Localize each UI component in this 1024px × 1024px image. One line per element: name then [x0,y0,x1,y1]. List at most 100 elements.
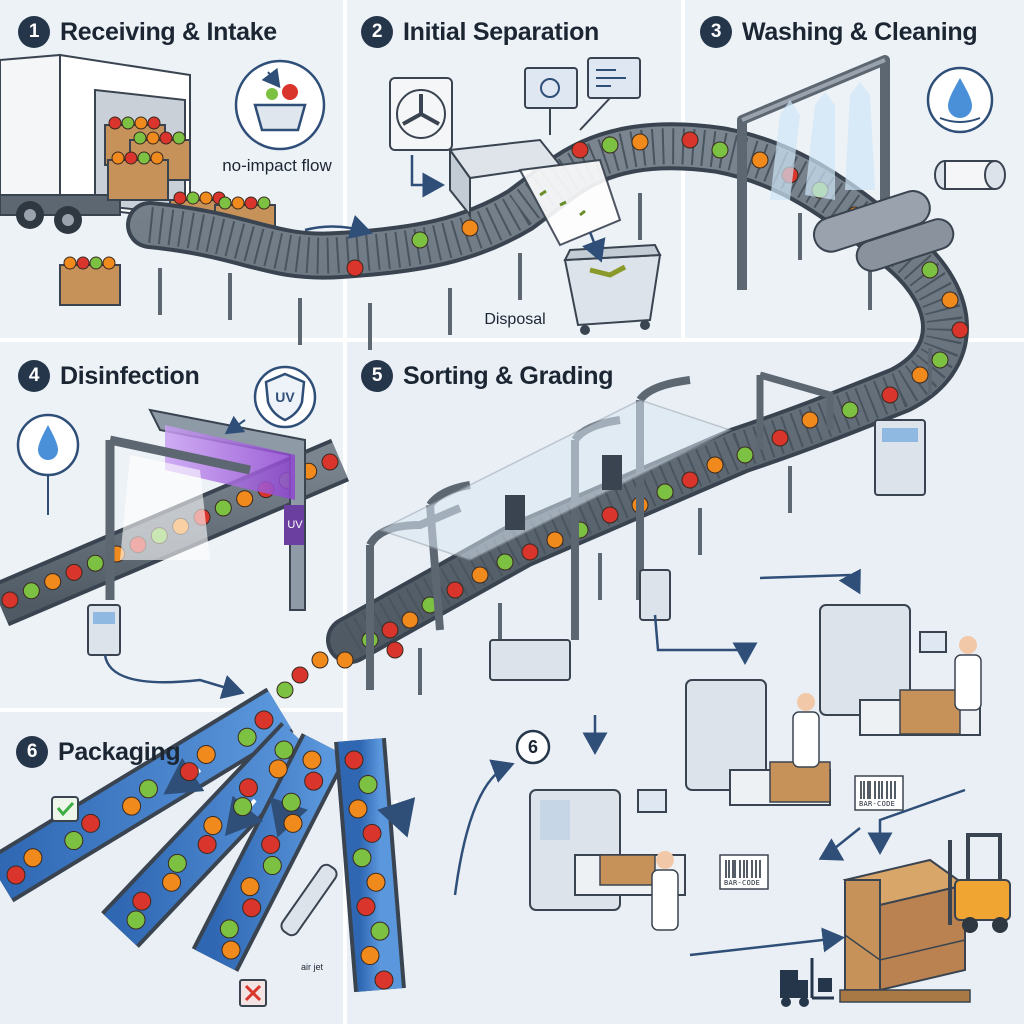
fruit [179,762,199,782]
fruit [242,898,262,918]
fruit [159,131,173,145]
step-4-label: Disinfection [60,361,200,390]
fruit [162,872,182,892]
fruit [132,891,152,911]
fruit [360,946,380,966]
reject-x-icon [239,979,267,1007]
uv-shield-label: UV [275,389,295,405]
pallet-boxes [839,858,971,1003]
step-1-title: 1 Receiving & Intake [18,16,277,48]
step-1-label: Receiving & Intake [60,17,277,46]
step-4-title: 4 Disinfection [18,360,200,392]
fruit [771,429,789,447]
fruit [352,848,372,868]
fruit [348,799,368,819]
fruit [571,141,589,159]
fruit [23,848,43,868]
sorting-tunnel [366,371,926,690]
no-impact-flow-label: no-impact flow [222,156,332,175]
fruit [546,531,564,549]
workers [651,636,982,931]
fruit [167,853,187,873]
fruit [133,131,147,145]
flow-arrows [304,214,966,957]
fruit [22,582,40,600]
disposal-label: Disposal [484,311,546,328]
fruit [76,256,90,270]
forklift [948,833,1011,933]
fruit [411,231,429,249]
fruit [362,823,382,843]
fruit [236,490,254,508]
checkmark-icon [51,796,79,822]
step-5-title: 5 Sorting & Grading [361,360,613,392]
fruit [64,831,84,851]
fruit [257,196,271,210]
step-3-title: 3 Washing & Cleaning [700,16,978,48]
fruit [89,256,103,270]
fruit [291,666,309,684]
step-6-badge: 6 [16,736,48,768]
fruit [233,797,253,817]
air-jet-nozzle [280,863,338,937]
fruit [656,483,674,501]
fruit [283,813,303,833]
fruit [274,740,294,760]
fruit [244,196,258,210]
fruit [941,291,959,309]
fruit [321,453,339,471]
fruit [231,196,245,210]
fruit [219,919,239,939]
fruit [199,191,213,205]
step-4-badge: 4 [18,360,50,392]
barcode-label-2: BAR-CODE [859,800,896,808]
step-2-label: Initial Separation [403,17,600,46]
fruit [65,563,83,581]
fruit [214,499,232,517]
fruit [237,727,257,747]
fruit [311,651,329,669]
fruit [238,778,258,798]
fruit [336,651,354,669]
fruit [221,940,241,960]
water-drop-icon [926,66,994,134]
step-6-title: 6 Packaging [16,736,181,768]
fruit [44,573,62,591]
fruit [381,621,399,639]
fruit [374,970,394,990]
step-5-label: Sorting & Grading [403,361,614,390]
forklift-icon [780,958,834,1007]
fruit [218,196,232,210]
fruit [63,256,77,270]
fruit [203,816,223,836]
fruit [841,401,859,419]
fruit [6,865,26,885]
fruit [751,151,769,169]
fruit [122,796,142,816]
fruit [711,141,729,159]
fruit [631,133,649,151]
uv-tunnel [105,408,306,611]
fruit [601,506,619,524]
fruit [150,151,164,165]
fruit [138,779,158,799]
water-drop-icon [16,413,80,515]
fruit [471,566,489,584]
fruit [801,411,819,429]
roller-brush-icon [813,160,1006,272]
step-1-badge: 1 [18,16,50,48]
fruit [172,131,186,145]
step-3-badge: 3 [700,16,732,48]
fruit [401,611,419,629]
fan-icon [389,77,453,198]
fruit [346,259,364,277]
control-panel [87,604,245,699]
fruit [197,834,217,854]
fruits-on-lanes [6,710,394,990]
fruit [911,366,929,384]
fruit [601,136,619,154]
fruit [126,910,146,930]
step-2-title: 2 Initial Separation [361,16,599,48]
